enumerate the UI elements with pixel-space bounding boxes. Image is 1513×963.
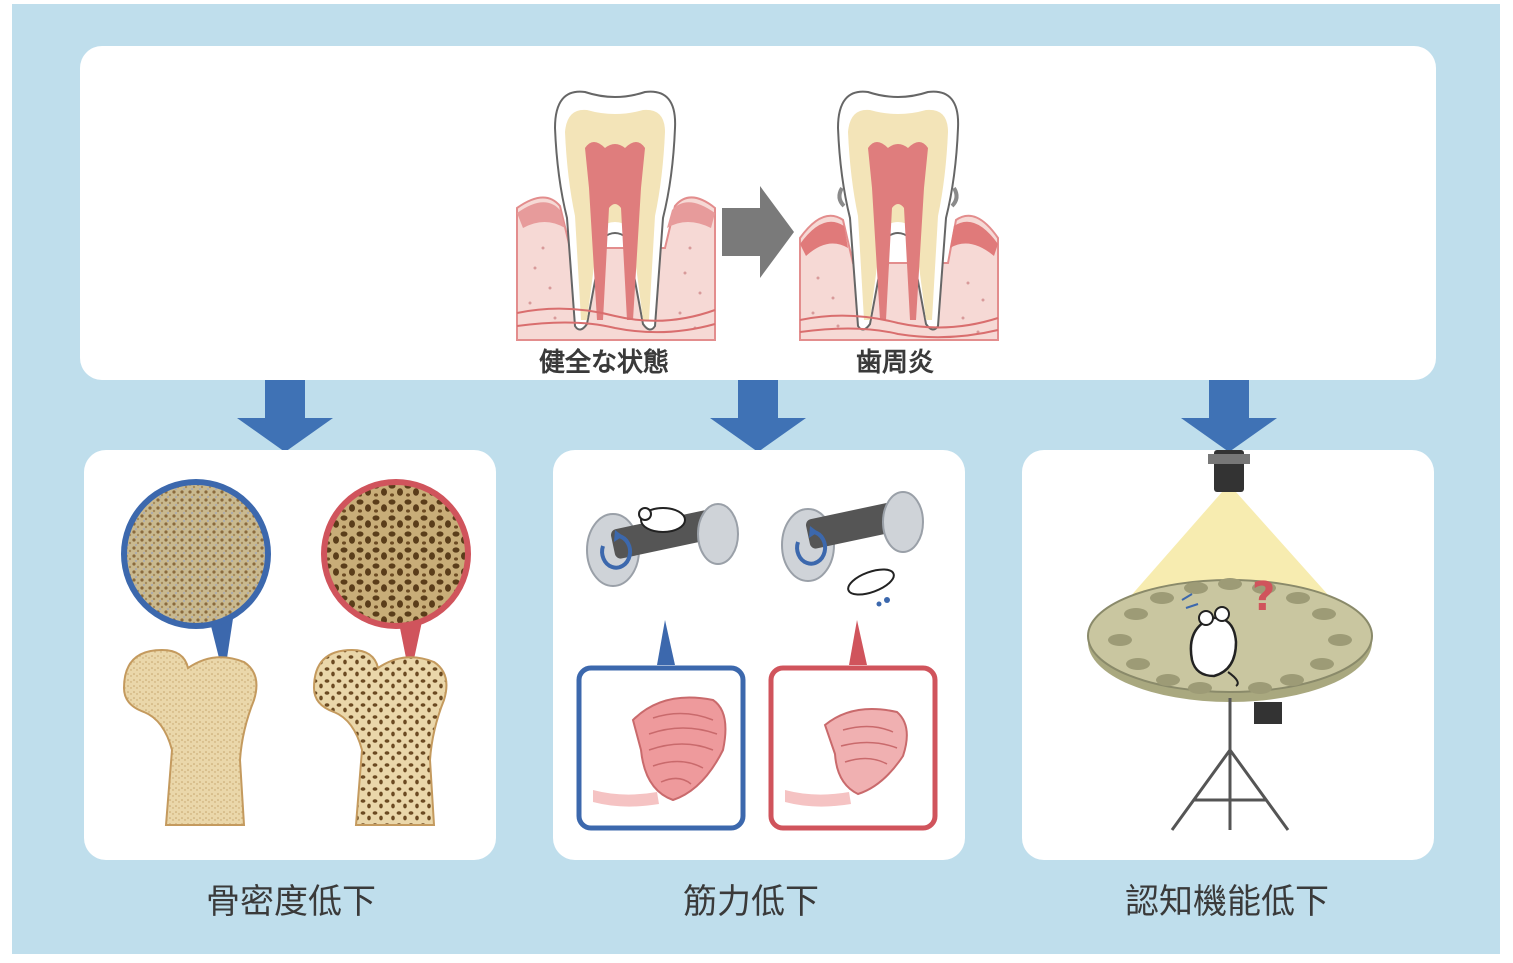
healthy-label: 健全な状態 xyxy=(538,348,669,378)
bone-density-illustration xyxy=(121,479,471,826)
transition-arrow-icon xyxy=(722,186,794,278)
cognitive-function-label: 認知機能低下 xyxy=(1125,882,1329,922)
healthy-tooth-illustration xyxy=(516,90,716,341)
down-arrow-icon xyxy=(237,380,333,452)
down-arrow-icon xyxy=(1181,380,1277,452)
bone-density-label: 骨密度低下 xyxy=(206,882,376,922)
down-arrow-icon xyxy=(710,380,806,452)
rotarod-muscle-illustration xyxy=(576,491,938,831)
barnes-maze-illustration: ? xyxy=(1087,450,1373,831)
periodontitis-label: 歯周炎 xyxy=(855,348,934,378)
question-mark-icon: ? xyxy=(1252,574,1275,620)
periodontitis-tooth-illustration xyxy=(799,90,999,341)
muscle-strength-label: 筋力低下 xyxy=(683,882,819,922)
